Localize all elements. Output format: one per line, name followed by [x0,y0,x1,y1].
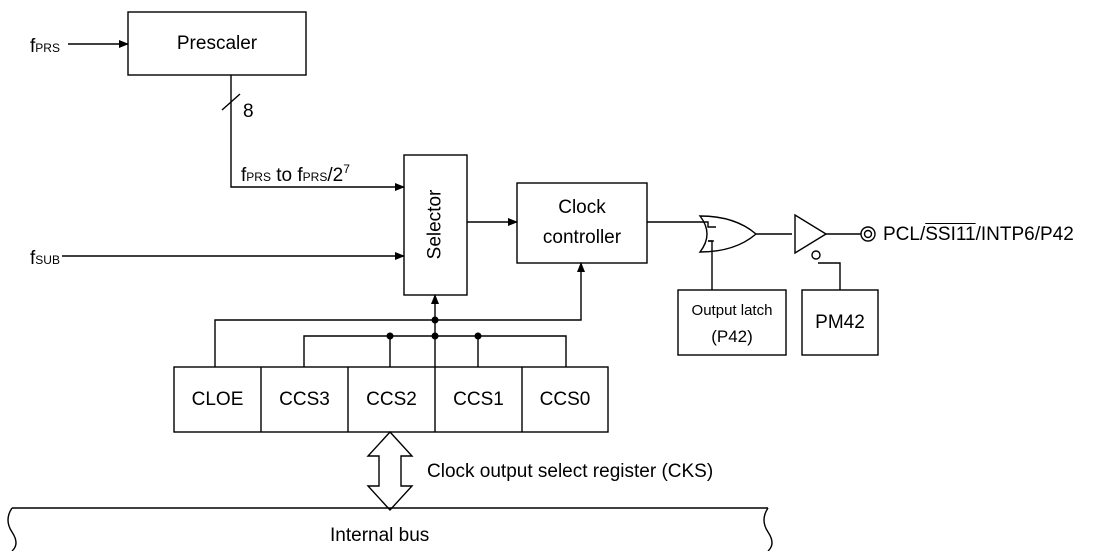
internal-bus-label: Internal bus [330,525,430,546]
buffer-enable-bubble [811,250,821,260]
selector-input-label: fPRS to fPRS/27 [241,162,350,186]
output-pin-inner [863,229,873,239]
clock-controller-label-line2: controller [542,227,622,248]
output-pin-label: PCL/SSI11/INTP6/P42 [883,224,1074,245]
output-pin-outer [860,226,876,242]
register-bit-ccs1: CCS1 [453,389,504,410]
or-gate [698,215,758,253]
fsub-input-label: fSUB [30,248,60,269]
bus-width-label: 8 [243,101,254,122]
pm42-to-buffer-wire [818,262,841,290]
internal-bus [7,507,773,551]
register-bit-cloe: CLOE [191,389,244,410]
tristate-buffer [794,213,828,255]
register-bit-ccs0: CCS0 [539,389,591,410]
cloe-to-controller-wire [214,262,585,367]
output-latch-block [677,289,787,356]
output-latch-label-line2: (P42) [711,327,753,346]
clock-controller-label-line1: Clock [558,197,606,218]
register-name-label: Clock output select register (CKS) [427,461,714,482]
controller-to-or-wire [647,221,716,228]
register-box [173,366,609,433]
output-latch-label-line1: Output latch [691,302,773,319]
junction-dot [431,316,439,324]
clock-controller-block [516,182,648,264]
junction-dot [474,332,482,340]
bus-width-slash [221,93,241,111]
prescaler-to-selector-wire [230,75,405,191]
register-bus-arrow [366,430,414,512]
register-bit-ccs3: CCS3 [279,389,330,410]
selector-label: Selector [424,189,446,260]
prescaler-label: Prescaler [176,33,258,54]
register-bit-ccs2: CCS2 [366,389,417,410]
junction-dot [431,332,439,340]
fprs-input-label: fPRS [30,36,60,57]
latch-to-or-wire [708,240,713,290]
pm42-label: PM42 [815,312,865,333]
junction-dot [386,332,394,340]
